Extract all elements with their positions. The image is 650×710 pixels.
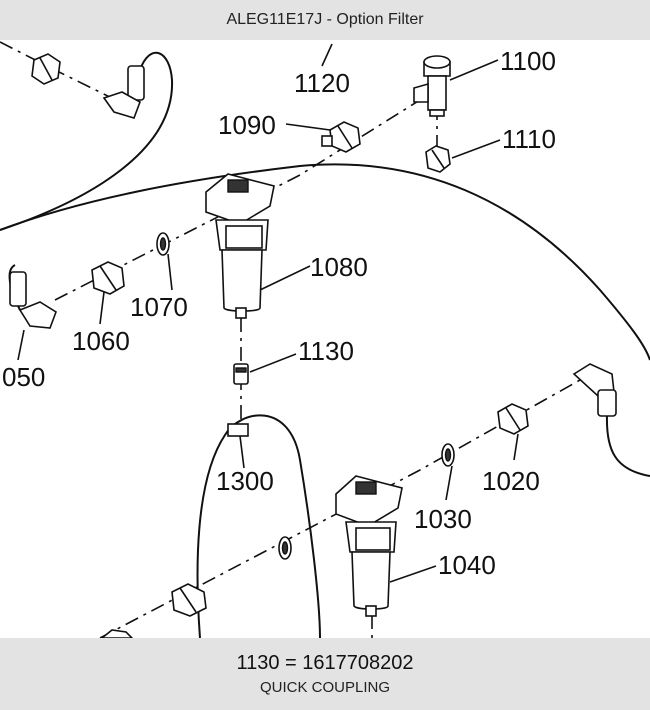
callout-1020[interactable]: 1020 — [482, 466, 540, 496]
title-bar: ALEG11E17J - Option Filter — [0, 0, 650, 40]
washer-1030[interactable] — [441, 443, 455, 467]
washer-1070[interactable] — [156, 232, 170, 256]
callout-1080[interactable]: 1080 — [310, 252, 368, 282]
tee-fitting-1300[interactable] — [227, 423, 249, 437]
hose-upper — [0, 163, 650, 361]
elbow-fitting-1050[interactable] — [9, 271, 57, 329]
diagram-svg[interactable]: 1120 1100 1110 1090 1080 1070 1060 050 1… — [0, 40, 650, 638]
quick-coupling-1130[interactable] — [233, 363, 249, 385]
hose-top-left — [0, 51, 174, 231]
axis-line-top — [0, 41, 121, 103]
callout-1300[interactable]: 1300 — [216, 466, 274, 496]
filter-1040[interactable] — [335, 475, 403, 617]
callout-1030[interactable]: 1030 — [414, 504, 472, 534]
callout-1040[interactable]: 1040 — [438, 550, 496, 580]
axis-line-lower — [99, 379, 581, 638]
callout-1070[interactable]: 1070 — [130, 292, 188, 322]
page-title: ALEG11E17J - Option Filter — [226, 11, 424, 28]
hose-right-return — [605, 414, 650, 477]
callout-1100[interactable]: 1100 — [500, 46, 556, 76]
leader-lines — [17, 43, 519, 583]
washer-lower[interactable] — [278, 536, 292, 560]
part-number: 1130 — [236, 652, 280, 674]
exploded-parts-diagram[interactable]: 1120 1100 1110 1090 1080 1070 1060 050 1… — [0, 40, 650, 638]
elbow-fitting-top[interactable] — [102, 65, 145, 119]
equals-sign: = — [279, 652, 303, 674]
callout-1050[interactable]: 050 — [2, 362, 45, 392]
part-code: 1617708202 — [302, 652, 414, 674]
callout-1090[interactable]: 1090 — [218, 110, 276, 140]
elbow-fitting-right[interactable] — [572, 363, 617, 417]
fitting-bottom-left[interactable] — [100, 629, 134, 638]
part-info-panel: 1130 = 1617708202 QUICK COUPLING — [0, 638, 650, 710]
nut-1020[interactable] — [497, 403, 529, 435]
callout-1110[interactable]: 1110 — [502, 124, 556, 154]
nut-top-left[interactable] — [31, 53, 61, 85]
tee-fitting-1100[interactable] — [413, 55, 451, 117]
callout-1130[interactable]: 1130 — [298, 336, 354, 366]
callout-1120[interactable]: 1120 — [294, 68, 350, 98]
axis-line-upper — [54, 99, 421, 301]
filter-1080[interactable] — [205, 173, 275, 319]
nut-lower[interactable] — [171, 583, 207, 617]
nut-1090[interactable] — [321, 121, 361, 153]
part-number-line: 1130 = 1617708202 — [236, 652, 413, 675]
nut-1110[interactable] — [425, 145, 451, 173]
hose-bottom-loop — [196, 414, 321, 638]
callout-1060[interactable]: 1060 — [72, 326, 130, 356]
nut-1060[interactable] — [91, 261, 125, 295]
part-description: QUICK COUPLING — [259, 679, 391, 696]
